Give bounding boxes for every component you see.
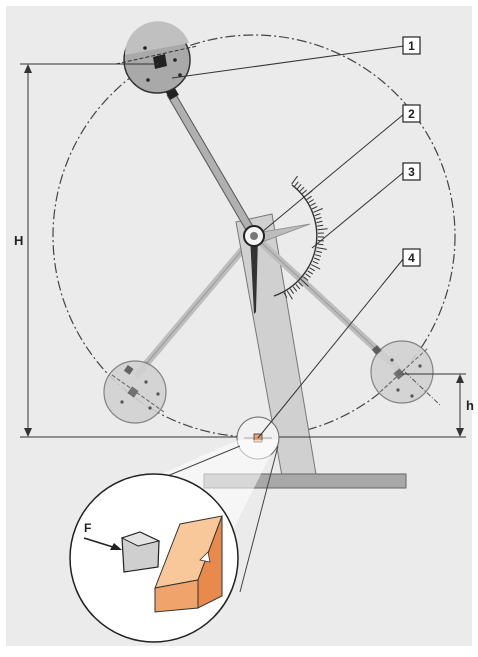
svg-text:2: 2: [408, 107, 415, 121]
callout-2: 2: [403, 105, 420, 122]
svg-text:3: 3: [408, 165, 415, 179]
label-F: F: [84, 521, 91, 535]
svg-text:1: 1: [408, 39, 415, 53]
label-H: H: [14, 233, 23, 248]
callout-4: 4: [403, 249, 420, 266]
callout-1: 1: [403, 37, 420, 54]
label-h: h: [466, 398, 474, 413]
detail-circle-large: F: [70, 474, 238, 642]
svg-text:4: 4: [408, 251, 415, 265]
pendulum-hammer-lower-left: [104, 361, 166, 423]
callout-3: 3: [403, 163, 420, 180]
